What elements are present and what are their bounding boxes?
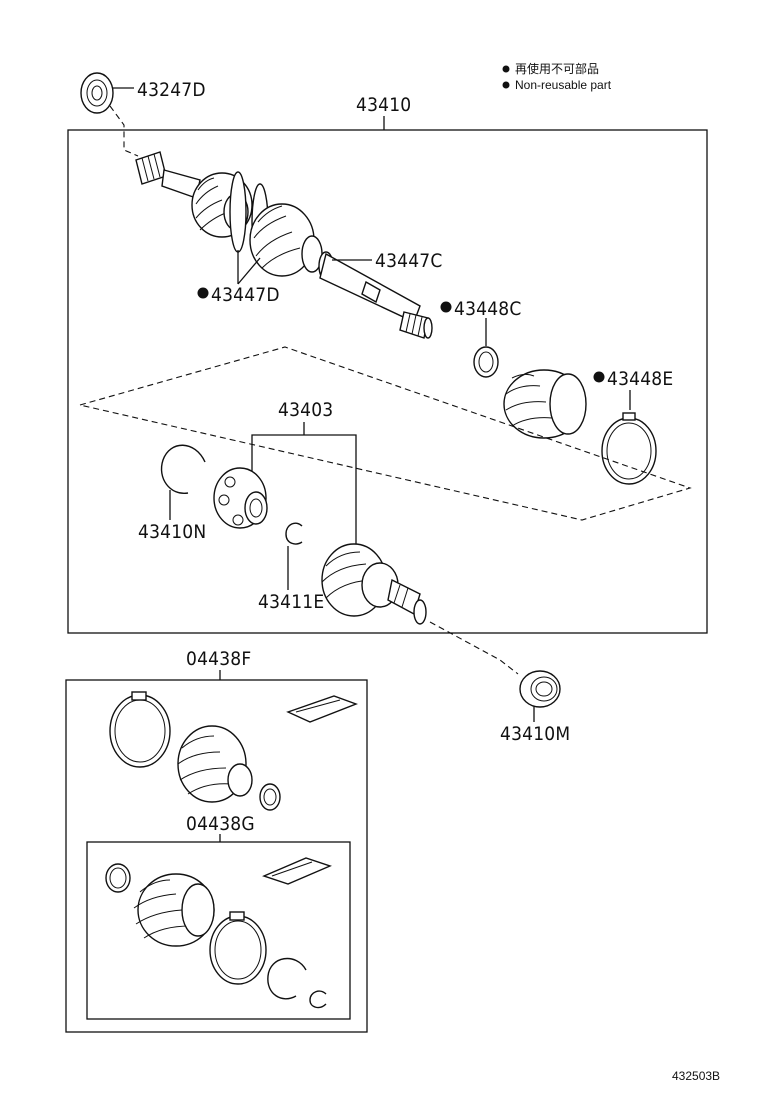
- part-43403-inner-joint: [213, 467, 268, 529]
- label-43403: 43403: [278, 399, 333, 421]
- label-43410M: 43410M: [500, 723, 570, 745]
- kit-04438F-parts: [109, 691, 358, 811]
- label-43448E: 43448E: [607, 368, 673, 390]
- outer-joint: [321, 543, 427, 625]
- label-43247D: 43247D: [137, 79, 206, 101]
- label-43448C: 43448C: [454, 298, 522, 320]
- part-43448C-clamp: [473, 346, 499, 378]
- legend-jp: 再使用不可部品: [515, 61, 599, 76]
- sub-assembly-outline: [79, 346, 692, 521]
- legend: 再使用不可部品 Non-reusable part: [502, 61, 612, 92]
- part-43448E-clamp: [601, 412, 657, 485]
- non-reusable-dot-icon: [440, 301, 452, 313]
- figure-id: 432503B: [672, 1069, 720, 1083]
- part-43411E-ring: [285, 522, 303, 545]
- kit-04438G-parts: [105, 857, 332, 1009]
- non-reusable-dot-icon: [197, 287, 209, 299]
- non-reusable-dot-icon: [593, 371, 605, 383]
- label-43447D: 43447D: [211, 284, 280, 306]
- assembly-box-43410: [67, 129, 708, 634]
- label-43410: 43410: [356, 94, 411, 116]
- kit-box-04438F: [65, 679, 368, 1033]
- label-04438F: 04438F: [186, 648, 251, 670]
- label-43447C: 43447C: [375, 250, 443, 272]
- part-43410M-bearing: [519, 670, 561, 708]
- label-43410N: 43410N: [138, 521, 206, 543]
- kit-box-04438G: [86, 841, 351, 1020]
- legend-en: Non-reusable part: [515, 78, 612, 92]
- outer-boot: [503, 369, 587, 439]
- drive-shaft-assembly: [135, 151, 433, 339]
- part-43410N-snap-ring: [160, 444, 206, 494]
- part-43247D-seal: [80, 72, 114, 114]
- label-43411E: 43411E: [258, 591, 324, 613]
- label-04438G: 04438G: [186, 813, 255, 835]
- legend-dot-icon: [502, 81, 510, 89]
- legend-dot-icon: [502, 65, 510, 73]
